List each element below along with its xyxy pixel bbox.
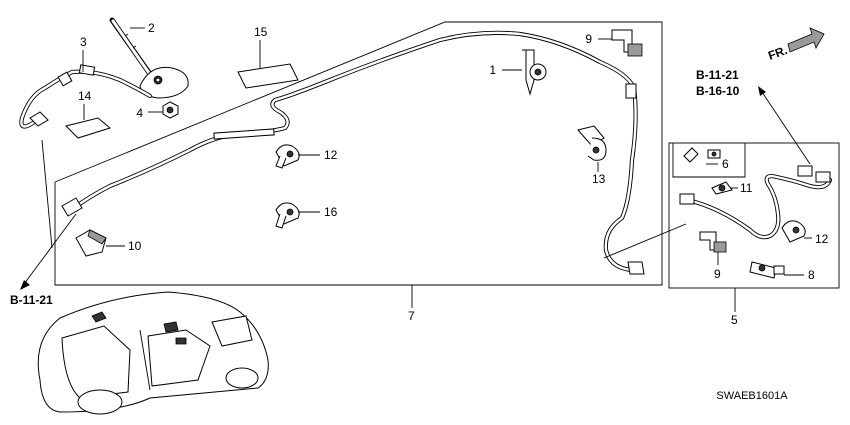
callout-14: 14 — [78, 89, 92, 103]
clip-16 — [275, 202, 300, 229]
clip-11 — [711, 181, 733, 195]
reference-right-bottom: B-16-10 — [696, 84, 740, 98]
pad-14 — [65, 117, 112, 139]
callout-13: 13 — [592, 172, 606, 186]
callout-11: 11 — [740, 181, 753, 195]
callout-1: 1 — [489, 63, 496, 77]
front-direction-label: FR. — [766, 43, 789, 63]
part-8 — [749, 261, 785, 279]
antenna-nut — [162, 101, 179, 119]
callout-12-center: 12 — [324, 148, 338, 162]
leader-sub-link — [603, 223, 687, 259]
ref-arrow-left — [20, 213, 77, 290]
callout-16: 16 — [324, 205, 338, 219]
antenna-base — [139, 66, 189, 99]
clip-6 — [683, 147, 721, 163]
roof-antenna-mast — [109, 17, 153, 77]
connector-9-top — [611, 29, 643, 57]
callout-5: 5 — [731, 313, 738, 327]
callout-10: 10 — [128, 239, 142, 253]
clip-12-center — [275, 144, 300, 169]
leader-left-vertical — [41, 139, 53, 249]
callout-4: 4 — [136, 106, 143, 120]
clip-1 — [522, 49, 547, 96]
reference-left: B-11-21 — [10, 293, 53, 307]
callout-3: 3 — [80, 35, 87, 49]
clip-12-right — [781, 220, 806, 243]
pad-15 — [237, 63, 299, 89]
callout-12-right: 12 — [815, 232, 829, 246]
callout-9-right: 9 — [714, 267, 721, 281]
reference-right-top: B-11-21 — [696, 68, 739, 82]
connector-9-right — [699, 231, 727, 253]
assembly-7-boundary — [54, 21, 663, 286]
ref-arrow-right — [758, 86, 811, 165]
front-direction-arrow-icon: FR. — [766, 27, 825, 63]
antenna-feeder-cable — [19, 64, 153, 129]
sub-cable-5 — [679, 165, 833, 240]
clip-13 — [577, 125, 607, 161]
callout-9-top: 9 — [585, 32, 592, 46]
callout-15: 15 — [254, 25, 268, 39]
callout-6: 6 — [722, 157, 729, 171]
callout-2: 2 — [148, 21, 155, 35]
connector-10 — [75, 229, 107, 257]
callout-8: 8 — [808, 268, 815, 282]
assembly-5-boundary — [668, 142, 840, 289]
diagram-code: SWAEB1601A — [716, 390, 788, 402]
part-6-subbox — [672, 143, 746, 178]
vehicle-sketch — [37, 291, 269, 415]
main-antenna-cable — [61, 30, 645, 275]
callout-7: 7 — [408, 309, 415, 323]
